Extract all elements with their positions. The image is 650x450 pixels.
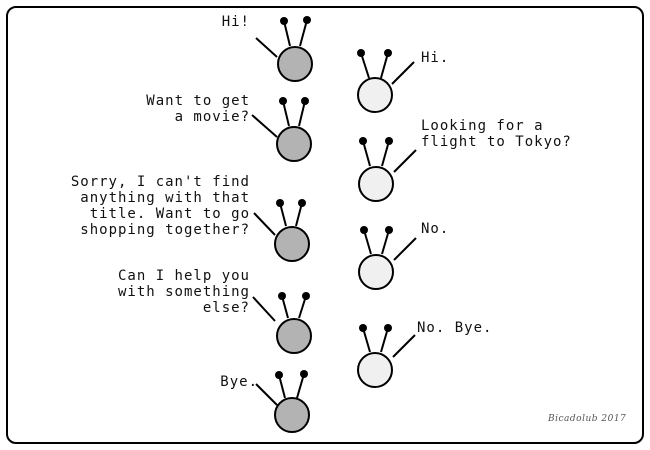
left-speech-1: Hi! xyxy=(221,14,250,30)
right-character-4 xyxy=(357,324,416,388)
left-speech-3: Sorry, I can't find anything with that t… xyxy=(70,174,250,238)
right-speech-1: Hi. xyxy=(421,50,450,66)
left-speech-2: Want to get a movie? xyxy=(146,93,250,125)
right-character-3 xyxy=(358,226,417,290)
left-character-1 xyxy=(255,16,313,82)
right-character-2 xyxy=(358,137,417,202)
right-character-1 xyxy=(357,49,415,113)
left-character-2 xyxy=(251,97,312,162)
left-speech-5: Bye. xyxy=(220,374,258,390)
left-character-4 xyxy=(252,292,312,354)
left-speech-4: Can I help you with something else? xyxy=(117,268,250,316)
left-character-3 xyxy=(253,199,310,262)
right-speech-4: No. Bye. xyxy=(417,320,493,336)
right-speech-2: Looking for a flight to Tokyo? xyxy=(421,118,572,150)
artist-signature: Bicadolub 2017 xyxy=(548,414,627,424)
panel-border xyxy=(6,6,644,444)
right-speech-3: No. xyxy=(421,221,450,237)
left-character-5 xyxy=(255,370,310,433)
